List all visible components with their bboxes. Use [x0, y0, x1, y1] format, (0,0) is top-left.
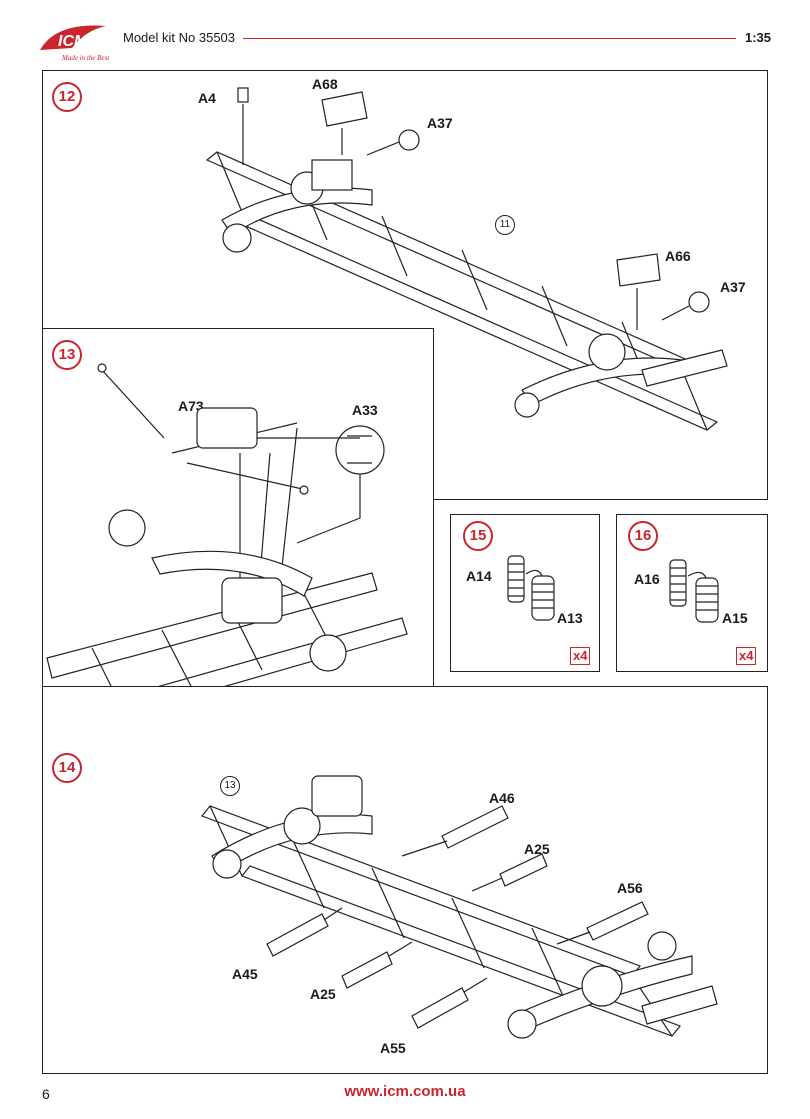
website-url[interactable]: www.icm.com.ua	[344, 1083, 466, 1100]
part-label-a68: A68	[312, 76, 338, 92]
part-label-a56: A56	[617, 880, 643, 896]
logo-text: ICM	[58, 33, 88, 50]
part-label-a25-left: A25	[310, 986, 336, 1002]
scale-label: 1:35	[745, 30, 772, 45]
part-label-a37-right: A37	[720, 279, 746, 295]
part-label-a55: A55	[380, 1040, 406, 1056]
part-label-a25-right: A25	[524, 841, 550, 857]
step-14-ref-13: 13	[220, 776, 240, 796]
step-12-number: 12	[52, 82, 82, 112]
logo-tagline: Made in the Best	[61, 54, 110, 62]
step-12-ref-11: 11	[495, 215, 515, 235]
step-15-number: 15	[463, 521, 493, 551]
part-label-a13: A13	[557, 610, 583, 626]
part-label-a33: A33	[352, 402, 378, 418]
part-label-a4: A4	[198, 90, 216, 106]
step-12-chassis-drawing	[205, 87, 728, 431]
step-16-number: 16	[628, 521, 658, 551]
step-14-number: 14	[52, 753, 82, 783]
model-kit-title: Model kit No 35503	[123, 30, 236, 45]
part-label-a16: A16	[634, 571, 660, 587]
part-label-a15: A15	[722, 610, 748, 626]
part-label-a45: A45	[232, 966, 258, 982]
part-label-a73: A73	[178, 398, 204, 414]
step-14-chassis-drawing	[201, 775, 718, 1039]
part-label-a46: A46	[489, 790, 515, 806]
step-15-spring-drawing	[507, 555, 555, 621]
icm-logo: ICM Made in the Best	[36, 18, 116, 64]
step-13-number: 13	[52, 340, 82, 370]
part-label-a14: A14	[466, 568, 492, 584]
part-label-a37-top: A37	[427, 115, 453, 131]
quantity-badge-step-16: x4	[736, 647, 757, 665]
header-rule	[243, 38, 736, 39]
step-13-steering-drawing	[46, 363, 408, 727]
page-number: 6	[42, 1086, 50, 1102]
step-16-spring-drawing	[669, 559, 719, 623]
quantity-badge-step-15: x4	[570, 647, 591, 665]
part-label-a66: A66	[665, 248, 691, 264]
